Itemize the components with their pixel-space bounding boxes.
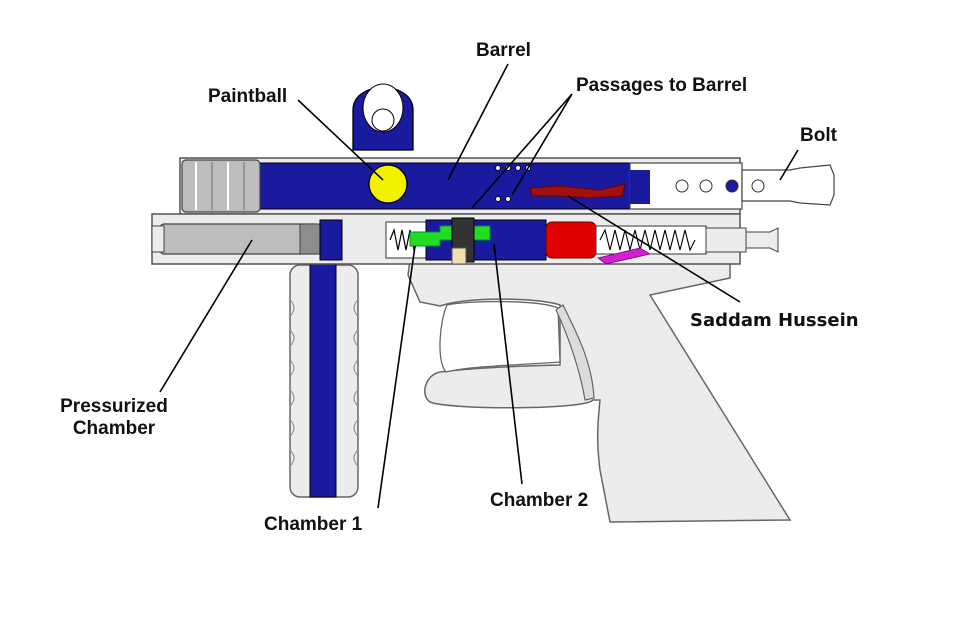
hammer <box>545 221 779 259</box>
vertical-air-passage <box>309 254 337 498</box>
leader-barrel <box>447 63 509 181</box>
leader-passages-a <box>471 93 573 209</box>
label-pressurized: Pressurized Chamber <box>44 396 184 440</box>
label-chamber2: Chamber 2 <box>490 490 589 511</box>
magenta-link <box>597 247 652 265</box>
trigger-guard-opening <box>439 300 561 373</box>
grip-frame <box>407 259 792 523</box>
valve-pin <box>451 247 467 265</box>
leader-bolt <box>779 149 799 181</box>
feed-neck <box>352 83 414 151</box>
air-channel <box>319 219 343 261</box>
leader-passages-b <box>511 93 573 196</box>
trigger <box>555 304 595 401</box>
leader-pressurized <box>159 239 253 393</box>
sear-element <box>529 183 626 199</box>
label-paintball: Paintball <box>208 86 288 107</box>
label-chamber1: Chamber 1 <box>264 514 363 535</box>
label-saddam: Saddam Hussein <box>690 310 859 331</box>
grip-ridges <box>289 299 359 467</box>
leader-saddam <box>567 195 741 303</box>
barrel-ports <box>495 165 531 202</box>
label-barrel: Barrel <box>476 40 531 61</box>
leader-paintball <box>297 99 384 181</box>
label-pressurized-line1: Pressurized <box>60 396 168 417</box>
barrel-adapter <box>181 159 261 213</box>
pressurized-chamber-tube <box>151 223 321 255</box>
label-pressurized-line2: Chamber <box>72 418 156 439</box>
label-passages: Passages to Barrel <box>576 75 748 96</box>
bolt-assembly <box>629 162 835 210</box>
leader-chamber1 <box>377 245 416 509</box>
paintball <box>368 164 408 204</box>
label-bolt: Bolt <box>800 125 837 146</box>
chamber-1-spring <box>389 227 419 253</box>
leader-chamber2 <box>493 243 523 485</box>
barrel-bore <box>259 162 631 210</box>
leader-lines <box>159 63 799 509</box>
